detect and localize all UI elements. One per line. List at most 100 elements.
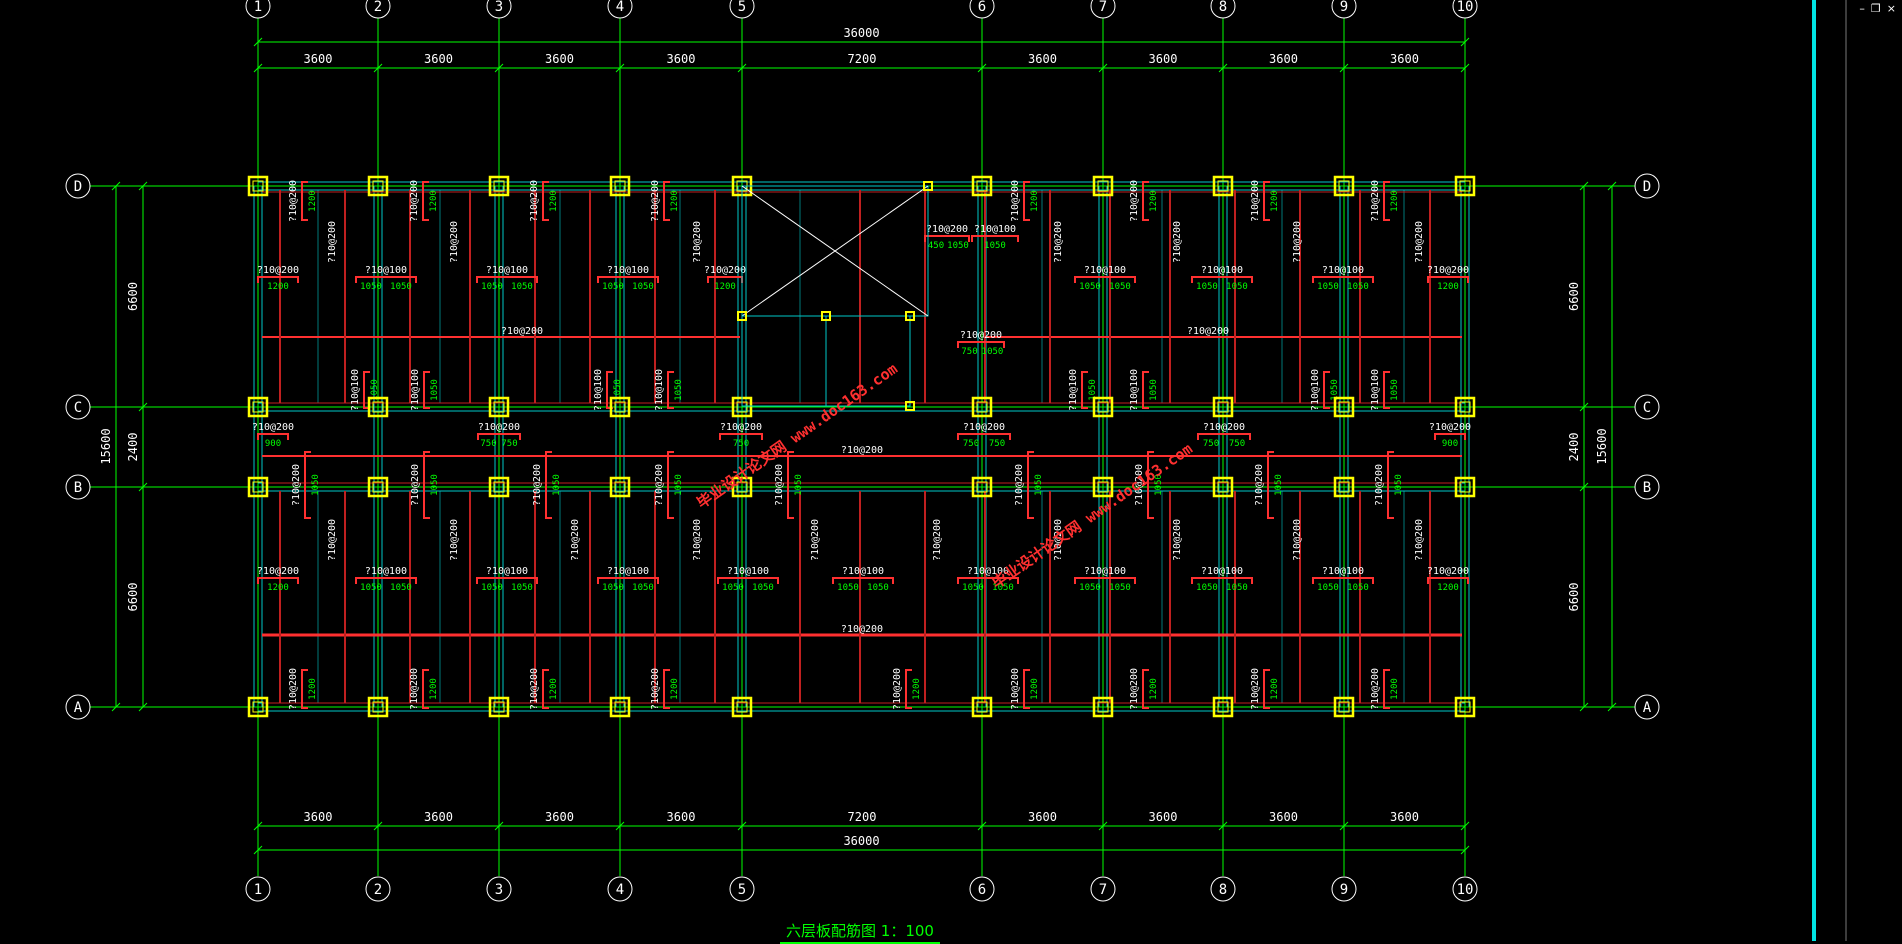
rebar-c-top-label: ?10@200 (720, 422, 762, 433)
rebar-stair-top-label: ?10@200 (960, 330, 1002, 341)
rebar-stair-top-len: 750 (961, 347, 977, 357)
rebar-stair-top (924, 235, 970, 242)
column-core (614, 481, 626, 493)
viewport-frame (1812, 0, 1847, 941)
dim-right-total-tick (1607, 181, 1617, 191)
rebar-dc-top-len: 1050 (1109, 282, 1131, 292)
restore-icon[interactable]: ❐ (1870, 2, 1881, 15)
dim-right-spans-label: 6600 (1567, 282, 1581, 311)
dim-left-spans-label: 2400 (126, 433, 140, 462)
rebar-ba-top-label: ?10@200 (257, 566, 299, 577)
rebar-d-side-label: ?10@200 (1250, 180, 1261, 222)
rebar-c-top-len: 750 (480, 439, 496, 449)
column-core (614, 180, 626, 192)
rebar-d-side (1023, 181, 1030, 221)
axis-bubble-top-7-label: 7 (1099, 0, 1107, 15)
axis-bubble-right-A (1634, 694, 1660, 720)
dim-left-spans-label: 6600 (126, 282, 140, 311)
rebar-ba-top (257, 577, 299, 584)
rebar-dc-top-len: 1050 (390, 282, 412, 292)
column-4-B (609, 476, 631, 498)
rebar-dc-top-label: ?10@100 (365, 265, 407, 276)
rebar-c-side-len: 1050 (1149, 379, 1159, 401)
rebar-b-side (667, 451, 674, 519)
axis-bubble-right-D (1634, 173, 1660, 199)
rebar-ba-top (355, 577, 417, 584)
rebar-c-top-label: ?10@200 (963, 422, 1005, 433)
column-8-B (1212, 476, 1234, 498)
dim-right-spans-tick (1579, 702, 1589, 712)
rebar-ba-top-len: 1050 (1317, 583, 1339, 593)
rebar-c-side (1383, 371, 1390, 409)
rebar-a-side-label: ?10@200 (409, 668, 420, 710)
rebar-c-top-len: 750 (989, 439, 1005, 449)
rebar-long-label: ?10@200 (1187, 326, 1229, 337)
dim-bottom-spans-label: 3600 (667, 810, 696, 824)
rebar-d-side-len: 1200 (308, 190, 318, 212)
column-8-C (1212, 396, 1234, 418)
axis-bubble-bottom-3-label: 3 (495, 882, 503, 898)
rebar-d-side (1263, 181, 1270, 221)
rebar-c-side-len: 1050 (1088, 379, 1098, 401)
rebar-b-side (423, 451, 430, 519)
axis-bubble-bottom-2 (365, 876, 391, 902)
rebar-ba-top-len: 1050 (752, 583, 774, 593)
rebar-dc-top-label: ?10@200 (1427, 265, 1469, 276)
rebar-c-side-label: ?10@100 (593, 369, 604, 411)
dim-top-spans-label: 3600 (424, 52, 453, 66)
dim-left-spans-tick (138, 181, 148, 191)
stair-opening (737, 181, 933, 411)
rebar-a-side-label: ?10@200 (288, 668, 299, 710)
rebar-d-side-label: ?10@200 (1129, 180, 1140, 222)
rebar-b-side (304, 451, 311, 519)
column-core (493, 481, 505, 493)
rebar-b-side-label: ?10@200 (1254, 464, 1265, 506)
rebar-a-side-len: 1200 (912, 678, 922, 700)
column-core (1217, 401, 1229, 413)
rebar-ba-top-len: 1050 (1109, 583, 1131, 593)
column-10-C (1454, 396, 1476, 418)
rebar-c-top-len: 900 (265, 439, 281, 449)
dim-top-spans-tick (977, 63, 987, 73)
rebar-dc-top-len: 1050 (632, 282, 654, 292)
rebar-a-side-len: 1200 (1390, 678, 1400, 700)
column-10-B (1454, 476, 1476, 498)
rebar-interior-label: ?10@200 (449, 221, 460, 263)
rebar-stair-top (957, 341, 1005, 348)
dim-bottom-spans-tick (615, 821, 625, 831)
axis-bubble-left-D-label: D (74, 179, 82, 195)
column-core (372, 401, 384, 413)
rebar-b-side (1027, 451, 1034, 519)
rebar-d-side (422, 181, 429, 221)
rebar-a-side-len: 1200 (429, 678, 439, 700)
rebar-ba-top-len: 1200 (267, 583, 289, 593)
dim-bottom-total-label: 36000 (843, 834, 879, 848)
minimize-icon[interactable]: – (1859, 2, 1865, 15)
dim-left-spans-label: 6600 (126, 583, 140, 612)
dim-left-total-tick (111, 181, 121, 191)
dim-top-spans-tick (615, 63, 625, 73)
rebar-dc-top-label: ?10@100 (1201, 265, 1243, 276)
rebar-d-side-label: ?10@200 (1010, 180, 1021, 222)
rebar-a-side (1023, 669, 1030, 709)
rebar-c-top-len: 750 (501, 439, 517, 449)
rebar-c-top (957, 433, 1011, 440)
rebar-dc-top-len: 1050 (1079, 282, 1101, 292)
rebar-b-side-label: ?10@200 (291, 464, 302, 506)
rebar-dc-top-label: ?10@200 (704, 265, 746, 276)
axis-bubble-right-B-label: B (1643, 480, 1651, 496)
axis-bubble-top-2-label: 2 (374, 0, 382, 15)
rebar-ba-top-len: 1050 (1347, 583, 1369, 593)
rebar-interior-label: ?10@200 (692, 519, 703, 561)
close-icon[interactable]: × (1886, 2, 1896, 15)
rebar-a-side-len: 1200 (549, 678, 559, 700)
dim-bottom-spans-label: 3600 (545, 810, 574, 824)
column-3-B (488, 476, 510, 498)
column-core (372, 180, 384, 192)
axis-bubble-left-D (65, 173, 91, 199)
rebar-a-side-len: 1200 (670, 678, 680, 700)
column-6-C (971, 396, 993, 418)
rebar-ba-top-label: ?10@200 (1427, 566, 1469, 577)
rebar-c-side-len: 1050 (1330, 379, 1340, 401)
